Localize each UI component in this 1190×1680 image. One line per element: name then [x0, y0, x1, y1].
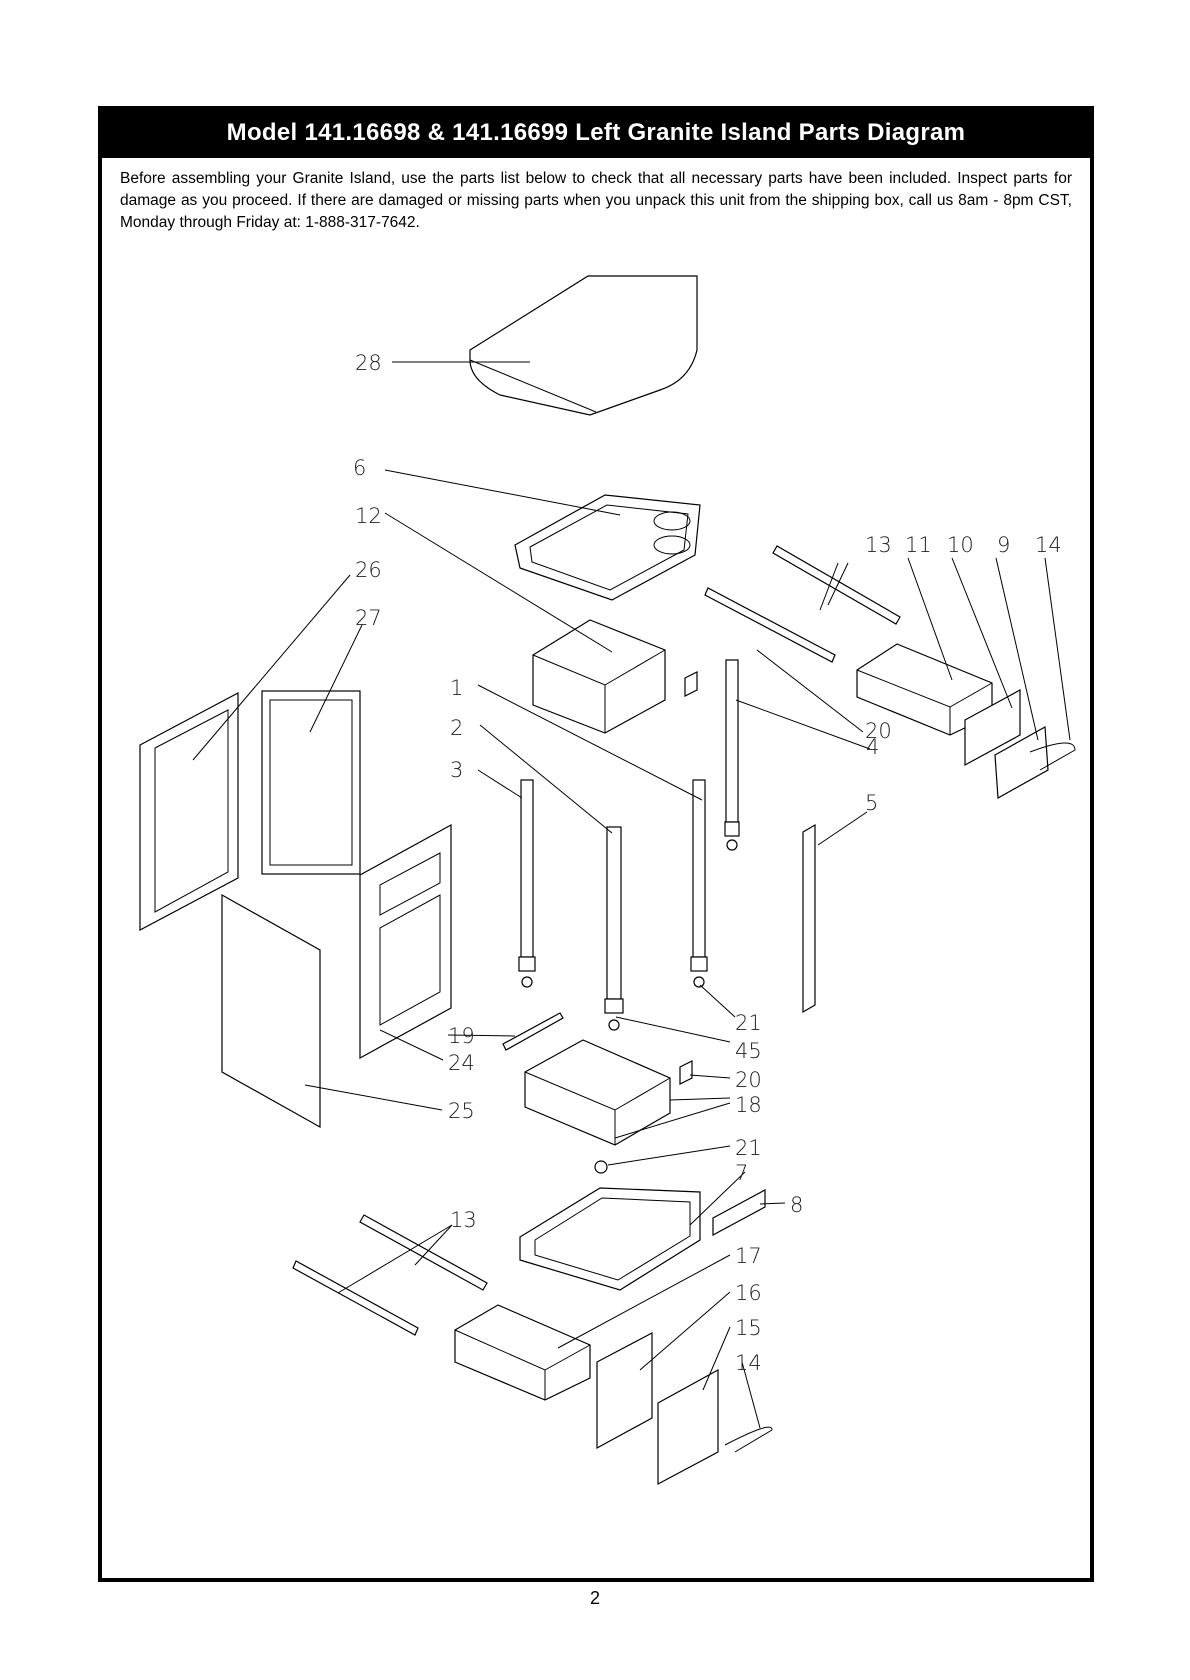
- part-10-9-14-drawer-face-upper: [964, 688, 1076, 799]
- part-20-bracket-upper: [684, 671, 698, 697]
- part-18-bottom-shelf: [524, 1039, 671, 1146]
- part-5-side-post: [802, 823, 816, 1014]
- leader-lines: [192, 361, 1071, 1429]
- callout-9: 9: [997, 533, 1010, 557]
- callout-1: 1: [450, 676, 463, 700]
- callout-6: 6: [353, 456, 366, 480]
- part-15-drawer-front-lower: [657, 1368, 719, 1485]
- callout-17: 17: [735, 1244, 762, 1268]
- callout-4: 4: [866, 735, 879, 759]
- part-24-door: [359, 823, 452, 1060]
- callout-8: 8: [790, 1193, 803, 1217]
- callout-13-upper: 13: [865, 533, 892, 557]
- callout-25: 25: [448, 1099, 475, 1123]
- callout-28: 28: [355, 351, 382, 375]
- callout-labels: 28 6 12 26 27 1 2 3 4 5 13 11 10 9 14 20…: [353, 351, 1062, 1375]
- callout-19: 19: [448, 1024, 475, 1048]
- callout-14-upper: 14: [1035, 533, 1062, 557]
- part-17-drawer-lower: [454, 1304, 591, 1401]
- callout-7: 7: [735, 1161, 748, 1185]
- callout-12: 12: [355, 504, 382, 528]
- part-20-bracket-lower: [679, 1060, 693, 1085]
- callout-26: 26: [355, 558, 382, 582]
- callout-15: 15: [735, 1316, 762, 1340]
- callout-18: 18: [735, 1093, 762, 1117]
- part-25-end-panel: [221, 893, 321, 1129]
- part-16-drawer-panel-lower: [596, 1332, 653, 1450]
- callout-11: 11: [905, 533, 932, 557]
- part-21-foot: [594, 1160, 608, 1174]
- part-8-side-piece: [712, 1188, 766, 1237]
- part-6-top-frame: [514, 494, 701, 601]
- callout-21-upper: 21: [735, 1011, 762, 1035]
- diagram-frame: Model 141.16698 & 141.16699 Left Granite…: [98, 106, 1094, 1582]
- part-26-left-side-panel: [139, 692, 239, 931]
- part-19-bracket-bar: [502, 1012, 564, 1051]
- callout-27: 27: [355, 606, 382, 630]
- page-title: Model 141.16698 & 141.16699 Left Granite…: [102, 110, 1090, 158]
- callout-2: 2: [450, 716, 463, 740]
- callout-24: 24: [448, 1051, 475, 1075]
- page-number: 2: [589, 1588, 600, 1608]
- part-13-upper-rails: [704, 545, 901, 663]
- part-2-leg: [604, 826, 624, 1031]
- part-4-leg: [724, 659, 740, 851]
- part-14-handle-lower: [724, 1426, 773, 1453]
- callout-13-lower: 13: [450, 1208, 477, 1232]
- callout-45: 45: [735, 1039, 762, 1063]
- callout-14-lower: 14: [735, 1351, 762, 1375]
- callout-5: 5: [865, 791, 878, 815]
- part-3-leg: [518, 779, 536, 988]
- callout-16: 16: [735, 1281, 762, 1305]
- callout-20-lower: 20: [735, 1068, 762, 1092]
- callout-20-upper: 20: [865, 719, 892, 743]
- part-12-upper-shelf: [532, 619, 666, 734]
- part-7-bottom-frame: [519, 1187, 701, 1291]
- part-27-back-panel: [261, 690, 361, 875]
- part-1-leg: [690, 779, 708, 988]
- callout-10: 10: [947, 533, 974, 557]
- intro-paragraph: Before assembling your Granite Island, u…: [120, 170, 1072, 231]
- callout-3: 3: [450, 758, 463, 782]
- callout-21-lower: 21: [735, 1136, 762, 1160]
- part-28-granite-top: [469, 275, 698, 416]
- part-13-lower-rails: [292, 1214, 488, 1336]
